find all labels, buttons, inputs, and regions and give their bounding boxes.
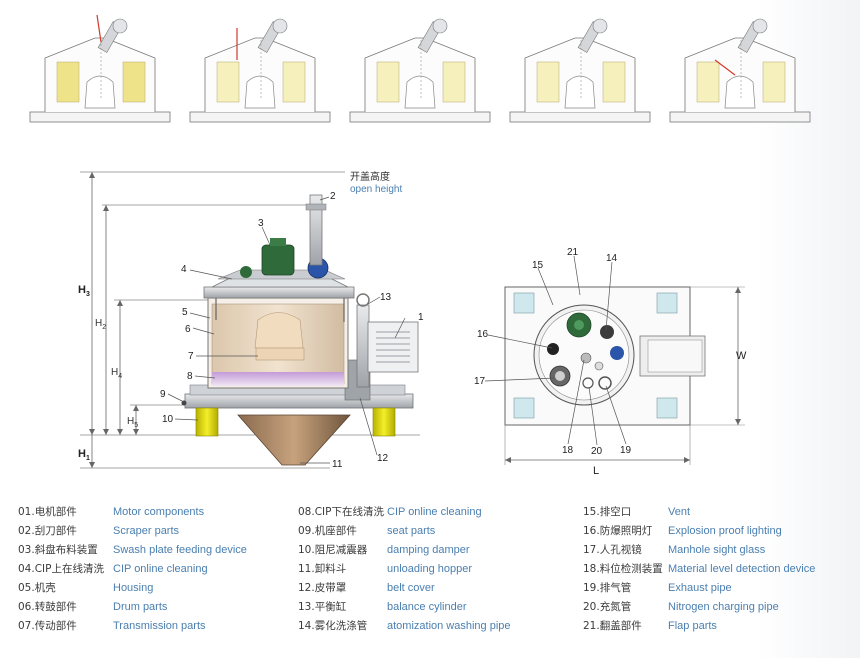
top-callout-20: 20 (591, 446, 603, 457)
dim-h4: H4 (111, 367, 122, 380)
legend-item-cn: 08.CIP下在线清洗 (298, 506, 384, 518)
legend-item-cn: 05.机壳 (18, 582, 56, 594)
legend-item-en: CIP online cleaning (113, 563, 208, 575)
legend-item-cn: 04.CIP上在线清洗 (18, 563, 104, 575)
legend-item-en: belt cover (387, 582, 435, 594)
side-callout-11: 11 (332, 459, 343, 470)
legend-item-en: Swash plate feeding device (113, 544, 247, 556)
legend-item-cn: 14.雾化洗涤管 (298, 620, 368, 632)
dim-l: L (593, 465, 599, 477)
legend-item-en: unloading hopper (387, 563, 473, 575)
side-callout-1: 1 (418, 312, 424, 323)
legend-item-en: Vent (668, 506, 691, 518)
legend-item-cn: 13.平衡缸 (298, 601, 347, 613)
legend-item-cn: 07.传动部件 (18, 620, 77, 632)
side-callout-13: 13 (380, 292, 392, 303)
top-callout-19: 19 (620, 445, 632, 456)
side-callout-6: 6 (185, 324, 191, 335)
legend-item-cn: 19.排气管 (583, 582, 632, 594)
open-height-en: open height (350, 184, 402, 195)
process-thumbnail (189, 18, 331, 123)
legend-item-en: Motor components (113, 506, 205, 518)
top-callout-21: 21 (567, 247, 579, 258)
legend-item-cn: 21.翻盖部件 (583, 620, 642, 632)
dim-h1: H1 (78, 448, 90, 462)
dim-h3: H3 (78, 284, 90, 298)
legend-item-cn: 03.斜盘布料装置 (18, 544, 98, 556)
top-callout-16: 16 (477, 329, 489, 340)
top-callout-18: 18 (562, 445, 574, 456)
dim-w: W (736, 350, 747, 362)
legend-item-en: balance cylinder (387, 601, 467, 613)
process-thumbnail (509, 18, 651, 123)
top-callout-14: 14 (606, 253, 618, 264)
side-callout-12: 12 (377, 453, 389, 464)
legend-item-cn: 11.卸料斗 (298, 563, 347, 575)
process-thumbnail (669, 18, 811, 123)
legend-item-en: Flap parts (668, 620, 717, 632)
legend-item-cn: 06.转鼓部件 (18, 601, 77, 613)
top-view: W L 14 15 16 17 18 19 20 21 (474, 247, 747, 477)
legend-item-en: CIP online cleaning (387, 506, 482, 518)
dim-h5: H5 (127, 416, 138, 429)
legend-item-cn: 09.机座部件 (298, 525, 357, 537)
top-callout-17: 17 (474, 376, 486, 387)
side-callout-10: 10 (162, 414, 174, 425)
legend-item-cn: 18.料位检测装置 (583, 563, 663, 575)
side-callout-3: 3 (258, 218, 264, 229)
legend-item-en: Scraper parts (113, 525, 180, 537)
legend-item-cn: 15.排空口 (583, 506, 632, 518)
legend-item-en: damping damper (387, 544, 470, 556)
side-callout-9: 9 (160, 389, 166, 400)
side-callout-5: 5 (182, 307, 188, 318)
dim-h2: H2 (95, 318, 106, 331)
side-view: 开盖高度 open height H3 H2 H4 H5 H1 1 2 3 4 (78, 170, 424, 470)
legend-item-en: Housing (113, 582, 154, 594)
legend-item-en: Drum parts (113, 601, 168, 613)
legend-item-en: Exhaust pipe (668, 582, 732, 594)
side-callout-4: 4 (181, 264, 187, 275)
open-height-cn: 开盖高度 (350, 170, 390, 183)
legend-item-en: atomization washing pipe (387, 620, 511, 632)
legend-item-en: Transmission parts (113, 620, 206, 632)
legend-item-cn: 16.防爆照明灯 (583, 525, 653, 537)
side-callout-8: 8 (187, 371, 193, 382)
legend-item-cn: 01.电机部件 (18, 506, 77, 518)
legend-item-cn: 17.人孔视镜 (583, 544, 642, 556)
legend-item-cn: 20.充氮管 (583, 601, 632, 613)
top-callout-15: 15 (532, 260, 544, 271)
side-callout-7: 7 (188, 351, 194, 362)
process-thumbnail (349, 18, 491, 123)
legend-item-cn: 02.刮刀部件 (18, 525, 77, 537)
legend-item-en: Material level detection device (668, 563, 816, 575)
process-thumbnail (29, 14, 171, 123)
legend-item-en: Nitrogen charging pipe (668, 601, 779, 613)
legend-item-en: Manhole sight glass (668, 544, 766, 556)
side-callout-2: 2 (330, 191, 336, 202)
process-thumbnails (29, 14, 811, 123)
parts-legend: 01.电机部件 Motor components 02.刮刀部件 Scraper pa… (0, 503, 860, 653)
centrifuge-diagram: 开盖高度 open height H3 H2 H4 H5 H1 1 2 3 4 (29, 14, 811, 477)
legend-item-en: Explosion proof lighting (668, 525, 782, 537)
legend-item-en: seat parts (387, 525, 436, 537)
legend-item-cn: 10.阻尼减震器 (298, 544, 368, 556)
legend-item-cn: 12.皮带罩 (298, 582, 347, 594)
